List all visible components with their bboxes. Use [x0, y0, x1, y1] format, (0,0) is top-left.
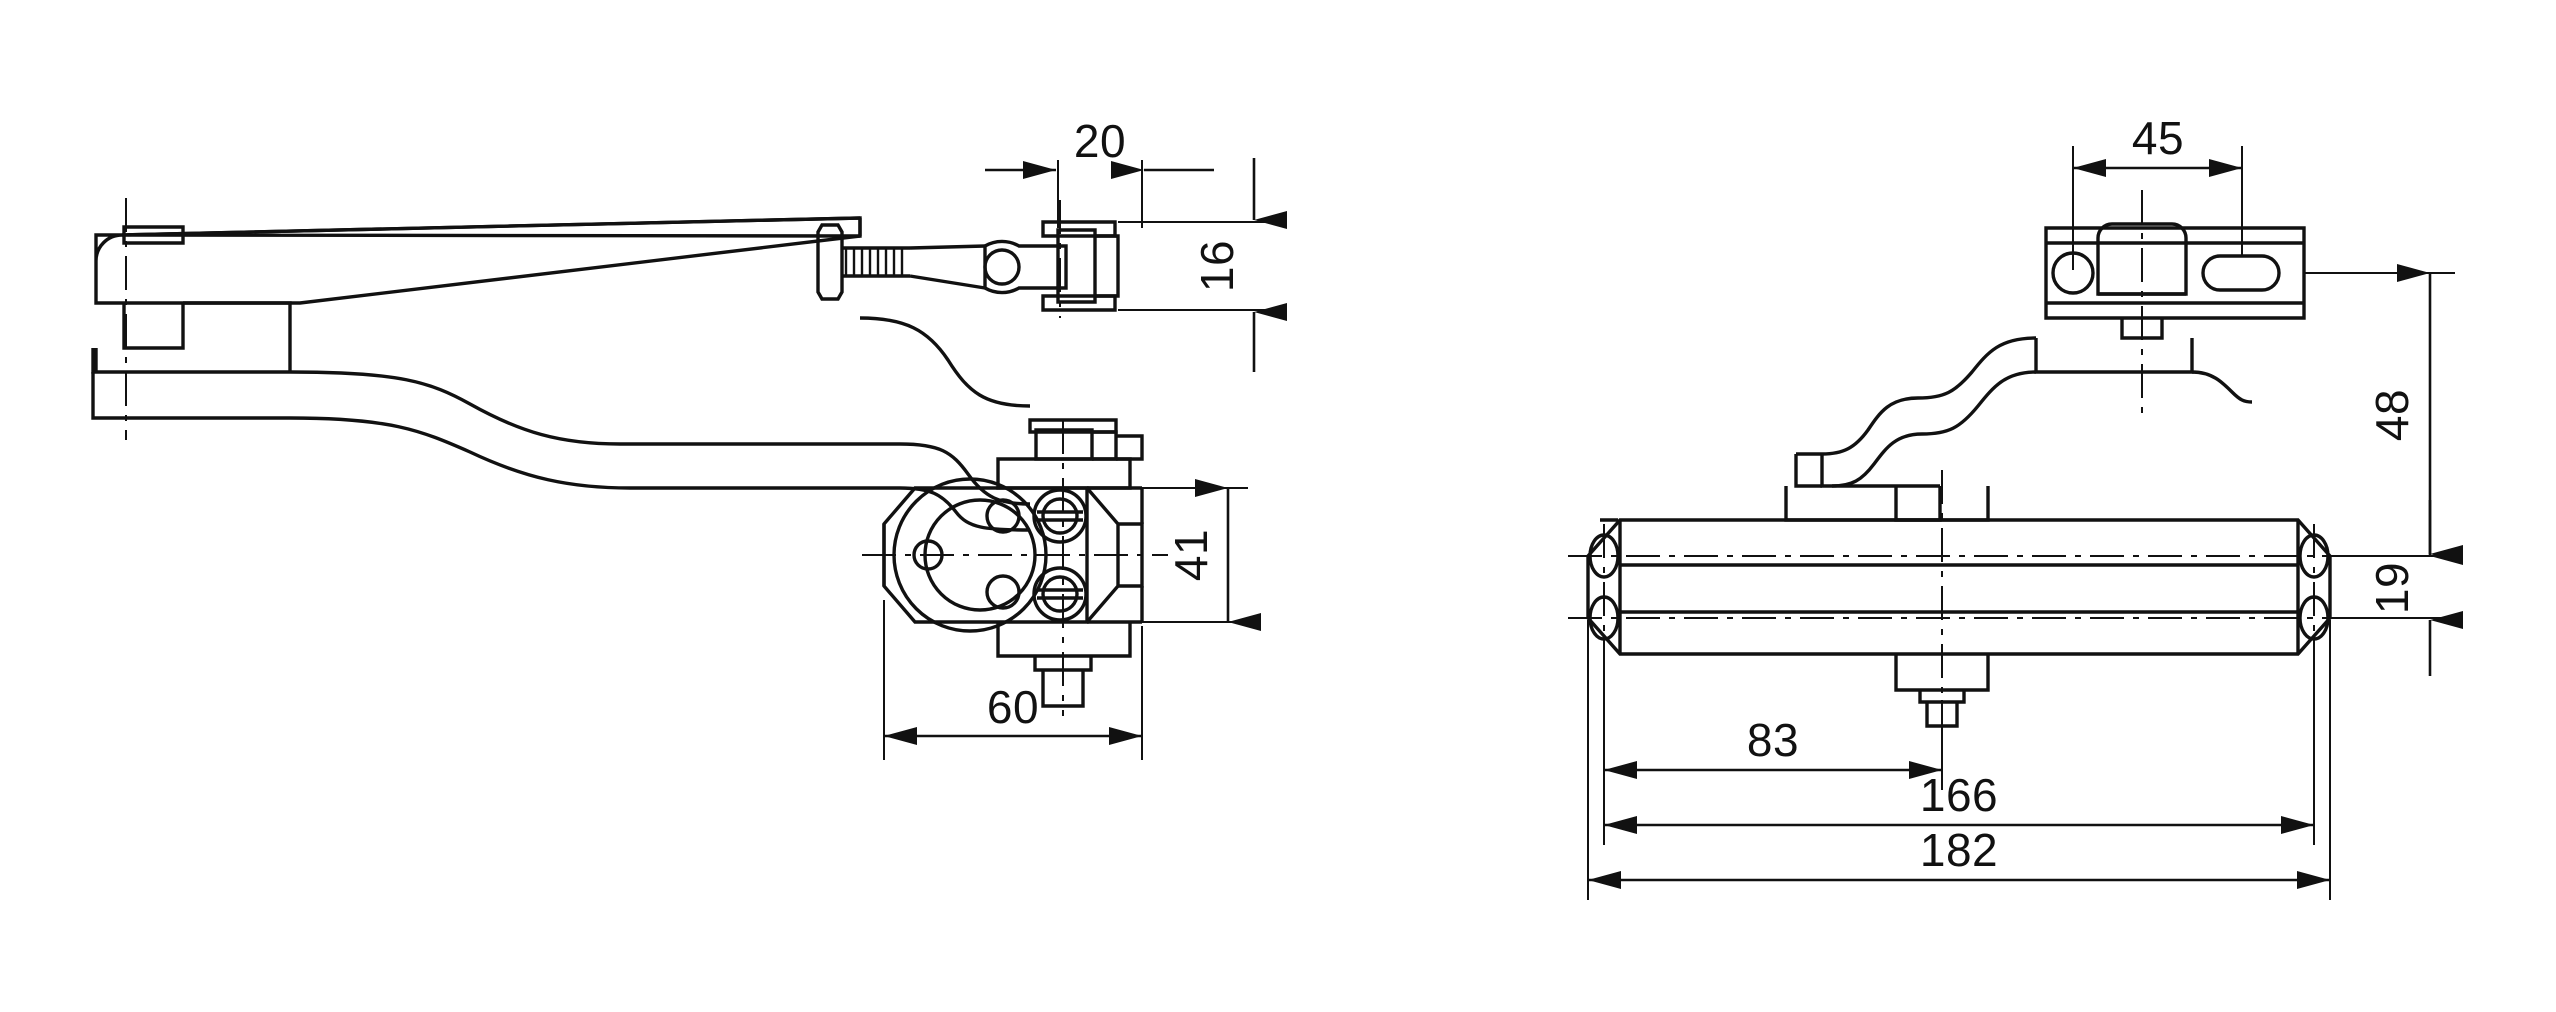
- dimension-label-16: 16: [1191, 240, 1243, 292]
- dimension-label-19: 19: [2366, 562, 2418, 614]
- dimension-16: 16: [1118, 158, 1287, 372]
- dimension-label-60: 60: [987, 681, 1039, 733]
- dimension-41: 41: [1142, 479, 1261, 631]
- dimension-label-83: 83: [1747, 714, 1799, 766]
- dimension-83: 83: [1603, 652, 1943, 790]
- closer-body-side: [862, 418, 1168, 716]
- closer-arm-forearm: [288, 310, 900, 490]
- right-view-plan-elevation: 45 48 19 83 166: [1568, 112, 2463, 900]
- arm-threaded-adjuster: [816, 218, 1120, 312]
- dimension-label-41: 41: [1165, 529, 1217, 581]
- dimension-60: 60: [883, 600, 1143, 760]
- dimension-label-166: 166: [1920, 769, 1998, 821]
- dimension-48: 48: [2304, 264, 2463, 565]
- dimension-45: 45: [2072, 112, 2243, 270]
- closer-body-plan: [1568, 190, 2352, 760]
- dimension-19: 19: [2330, 500, 2463, 676]
- mounting-bracket-plate: [2034, 222, 2306, 374]
- dimension-label-20: 20: [1074, 115, 1126, 167]
- dimension-label-182: 182: [1920, 824, 1998, 876]
- left-view-side-elevation: 20 16 41 60: [91, 115, 1287, 760]
- dimension-182: 182: [1587, 620, 2331, 900]
- dimension-label-48: 48: [2366, 389, 2418, 441]
- dimension-20: 20: [985, 115, 1214, 228]
- thread-hatching: [844, 248, 904, 276]
- closer-arm-plan: [1784, 336, 2253, 522]
- dimension-166: 166: [1603, 652, 2315, 845]
- dimension-label-45: 45: [2132, 112, 2184, 164]
